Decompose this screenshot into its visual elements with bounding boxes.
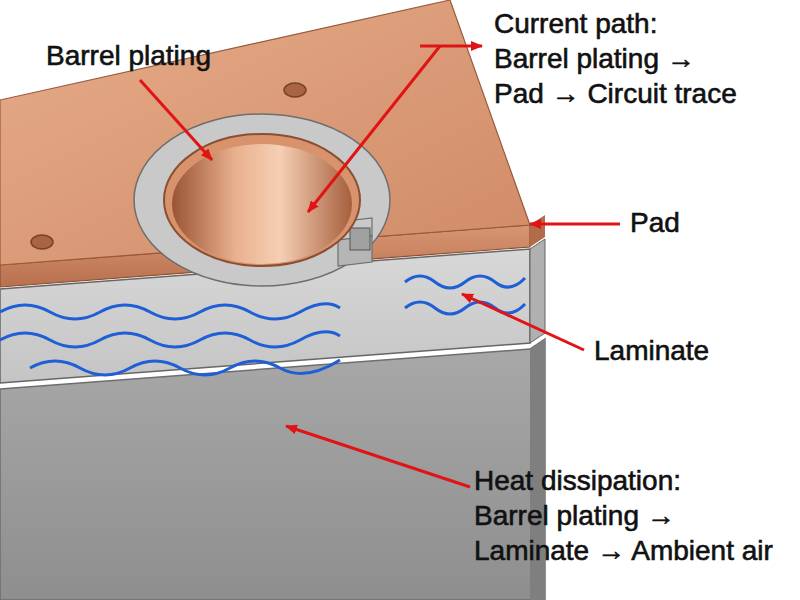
heat-wave [0,332,340,347]
callout-note: Current path: Barrel plating → Pad → Cir… [494,6,744,111]
heat-wave [30,360,340,375]
heat-wave [405,276,525,288]
part-label: Barrel plating [46,38,211,73]
heat-wave [0,304,340,319]
annular-ring [134,114,390,286]
copper-side [530,215,545,247]
callout-note: Heat dissipation: Barrel plating → Lamin… [474,463,784,568]
via-hole [31,235,53,249]
part-label: Laminate [594,333,709,368]
leader-line [140,80,212,160]
barrel-plating [172,144,352,264]
leader-line [308,46,440,212]
leader-line [462,294,584,350]
leader-line [530,223,620,226]
heat-wave [405,302,525,314]
via-hole [284,83,306,97]
barrel-rim [164,134,360,266]
part-label: Pad [630,205,680,240]
leader-line [420,45,482,48]
leader-line [286,426,470,487]
base-block [0,339,545,600]
notch-block [350,228,370,250]
